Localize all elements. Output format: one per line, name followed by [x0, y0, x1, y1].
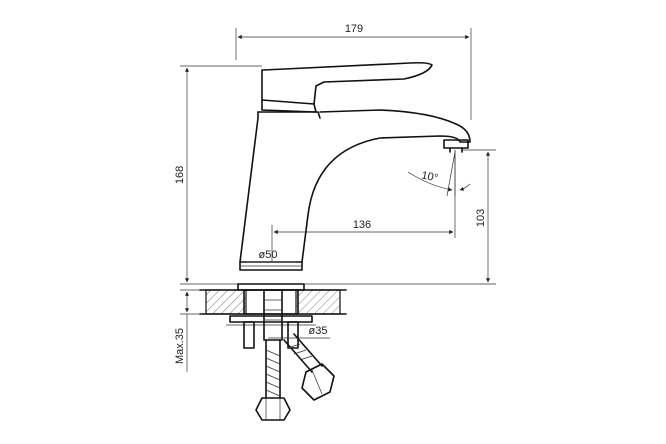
aerator	[443, 139, 469, 149]
lever-handle	[261, 61, 433, 105]
mounting-stud	[243, 321, 255, 349]
mounting-hardware	[226, 289, 316, 349]
spout-height-label: 103	[475, 209, 487, 227]
countertop	[199, 283, 347, 315]
dimension-hole-diameter: ø35	[268, 325, 330, 339]
max-thickness-label: Max.35	[174, 328, 186, 364]
hose-nut-left	[255, 397, 291, 421]
dimension-max-thickness: Max.35	[174, 289, 205, 372]
dimension-angle: 10°	[407, 150, 471, 197]
spout-body	[239, 109, 471, 263]
angle-label: 10°	[420, 169, 439, 184]
height-label: 168	[174, 166, 186, 184]
dimension-width: 179	[235, 23, 472, 120]
dimension-spout-reach: 136	[271, 150, 456, 262]
dimension-base-diameter: ø50	[246, 249, 296, 263]
faucet-body	[239, 61, 471, 271]
dimension-height: 168	[174, 65, 262, 285]
width-label: 179	[345, 23, 363, 35]
dimension-spout-height: 103	[300, 149, 496, 285]
flex-hoses	[255, 333, 335, 421]
hose-nut-right	[301, 363, 335, 401]
mounting-washer	[229, 315, 313, 323]
hole-diameter-label: ø35	[309, 325, 328, 337]
spout-reach-label: 136	[353, 219, 371, 231]
base-diameter-label: ø50	[259, 249, 278, 261]
